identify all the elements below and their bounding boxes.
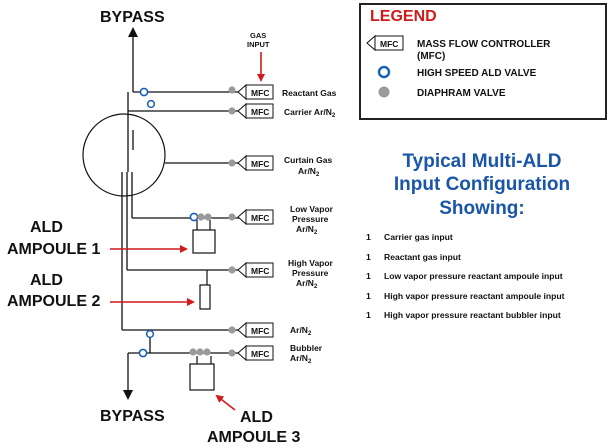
diaphragm-valve-a3-a xyxy=(189,348,197,356)
label-low-vapor-2: Pressure xyxy=(292,214,329,224)
label-high-vapor-2: Pressure xyxy=(292,268,329,278)
legend-title: LEGEND xyxy=(370,8,437,25)
mfc-curtain: MFC xyxy=(237,154,274,172)
mfc-highvapor: MFC xyxy=(237,261,274,279)
ampoule-1-label-1: ALD xyxy=(30,219,63,236)
legend-box xyxy=(359,3,607,120)
feature-item: 1 Carrier gas input xyxy=(366,232,611,252)
gas-input-label-2: INPUT xyxy=(247,40,270,49)
ampoule-2-label-1: ALD xyxy=(30,272,63,289)
label-curtain-arn2: Ar/N2 xyxy=(298,166,320,178)
mfc-label: MFC xyxy=(251,326,269,336)
feature-text: Low vapor pressure reactant ampoule inpu… xyxy=(384,271,563,282)
label-carrier-gas: Carrier Ar/N2 xyxy=(284,107,336,119)
feature-count: 1 xyxy=(366,271,371,282)
feature-text: Carrier gas input xyxy=(384,232,453,242)
feature-count: 1 xyxy=(366,232,371,242)
legend-item-ald-valve: HIGH SPEED ALD VALVE xyxy=(417,68,537,79)
heading-line-2: Input Configuration xyxy=(394,174,570,195)
diaphragm-valve-lowvapor xyxy=(228,213,236,221)
gas-input-label-1: GAS xyxy=(250,31,266,40)
legend-mfc-symbol: MFC xyxy=(366,34,404,52)
diaphragm-valve-arn2 xyxy=(228,326,236,334)
mfc-lowvapor: MFC xyxy=(237,208,274,226)
ampoule-3-arrow xyxy=(215,394,236,411)
bypass-bottom-label: BYPASS xyxy=(100,408,165,425)
mfc-bubbler: MFC xyxy=(237,344,274,362)
ald-valve-carrier xyxy=(146,99,156,109)
diaphragm-valve-carrier xyxy=(228,107,236,115)
mfc-label: MFC xyxy=(251,213,269,223)
mfc-label: MFC xyxy=(251,349,269,359)
diaphragm-valve-a3-b xyxy=(196,348,204,356)
feature-count: 1 xyxy=(366,310,371,321)
legend-blue-valve-icon xyxy=(377,65,391,79)
diaphragm-valve-reactant xyxy=(228,86,236,94)
feature-item: 1 High vapor pressure reactant ampoule in… xyxy=(366,291,611,311)
heading-line-3: Showing: xyxy=(439,198,524,219)
process-chamber xyxy=(82,113,166,197)
feature-item: 1 High vapor pressure reactant bubbler in… xyxy=(366,310,611,330)
label-bubbler-1: Bubbler xyxy=(290,343,323,353)
ald-valve-bubbler xyxy=(138,348,148,358)
feature-text: High vapor pressure reactant bubbler inp… xyxy=(384,310,561,321)
heading-line-1: Typical Multi-ALD xyxy=(402,151,561,172)
legend-mfc-text: MFC xyxy=(380,39,398,49)
label-low-vapor-3: Ar/N2 xyxy=(296,224,318,236)
mfc-label: MFC xyxy=(251,159,269,169)
feature-count: 1 xyxy=(366,290,371,301)
mfc-label: MFC xyxy=(251,88,269,98)
ampoule-3-label-2: AMPOULE 3 xyxy=(207,429,300,446)
ald-valve-arn2 xyxy=(145,329,155,339)
label-reactant-gas: Reactant Gas xyxy=(282,88,337,98)
label-curtain-gas: Curtain Gas xyxy=(284,155,332,165)
label-arn2: Ar/N2 xyxy=(290,325,312,337)
label-high-vapor-1: High Vapor xyxy=(288,258,334,268)
ampoule-3-vessel xyxy=(189,363,215,391)
diaphragm-valve-a1-b xyxy=(204,213,212,221)
legend-item-diaphragm-valve: DIAPHRAM VALVE xyxy=(417,88,506,99)
legend-gray-valve-icon xyxy=(378,86,390,98)
feature-text: High vapor pressure reactant ampoule inp… xyxy=(384,290,565,301)
feature-count: 1 xyxy=(366,251,371,262)
ampoule-1-label-2: AMPOULE 1 xyxy=(7,241,100,258)
feature-text: Reactant gas input xyxy=(384,251,461,262)
mfc-label: MFC xyxy=(251,107,269,117)
ald-valve-reactant xyxy=(139,87,149,97)
ampoule-2-vessel xyxy=(199,284,211,310)
mfc-carrier: MFC xyxy=(237,102,274,120)
bypass-top-label: BYPASS xyxy=(100,9,165,26)
label-bubbler-2: Ar/N2 xyxy=(290,353,312,365)
ampoule-3-label-1: ALD xyxy=(240,409,273,426)
mfc-arn2: MFC xyxy=(237,321,274,339)
legend-item-mfc-1: MASS FLOW CONTROLLER xyxy=(417,39,551,50)
legend-item-mfc-2: (MFC) xyxy=(417,51,445,62)
label-low-vapor-1: Low Vapor xyxy=(290,204,334,214)
ampoule-1-vessel xyxy=(192,229,216,254)
mfc-reactant: MFC xyxy=(237,83,274,101)
label-high-vapor-3: Ar/N2 xyxy=(296,278,318,290)
diaphragm-valve-a3-c xyxy=(203,348,211,356)
feature-item: 1 Low vapor pressure reactant ampoule inp… xyxy=(366,271,611,291)
diaphragm-valve-bubbler xyxy=(228,349,236,357)
ald-valve-a1 xyxy=(189,212,199,222)
feature-item: 1 Reactant gas input xyxy=(366,252,611,272)
mfc-label: MFC xyxy=(251,266,269,276)
ampoule-2-label-2: AMPOULE 2 xyxy=(7,293,100,310)
diaphragm-valve-highvapor xyxy=(228,266,236,274)
diaphragm-valve-curtain xyxy=(228,159,236,167)
diaphragm-valve-a1-a xyxy=(197,213,205,221)
